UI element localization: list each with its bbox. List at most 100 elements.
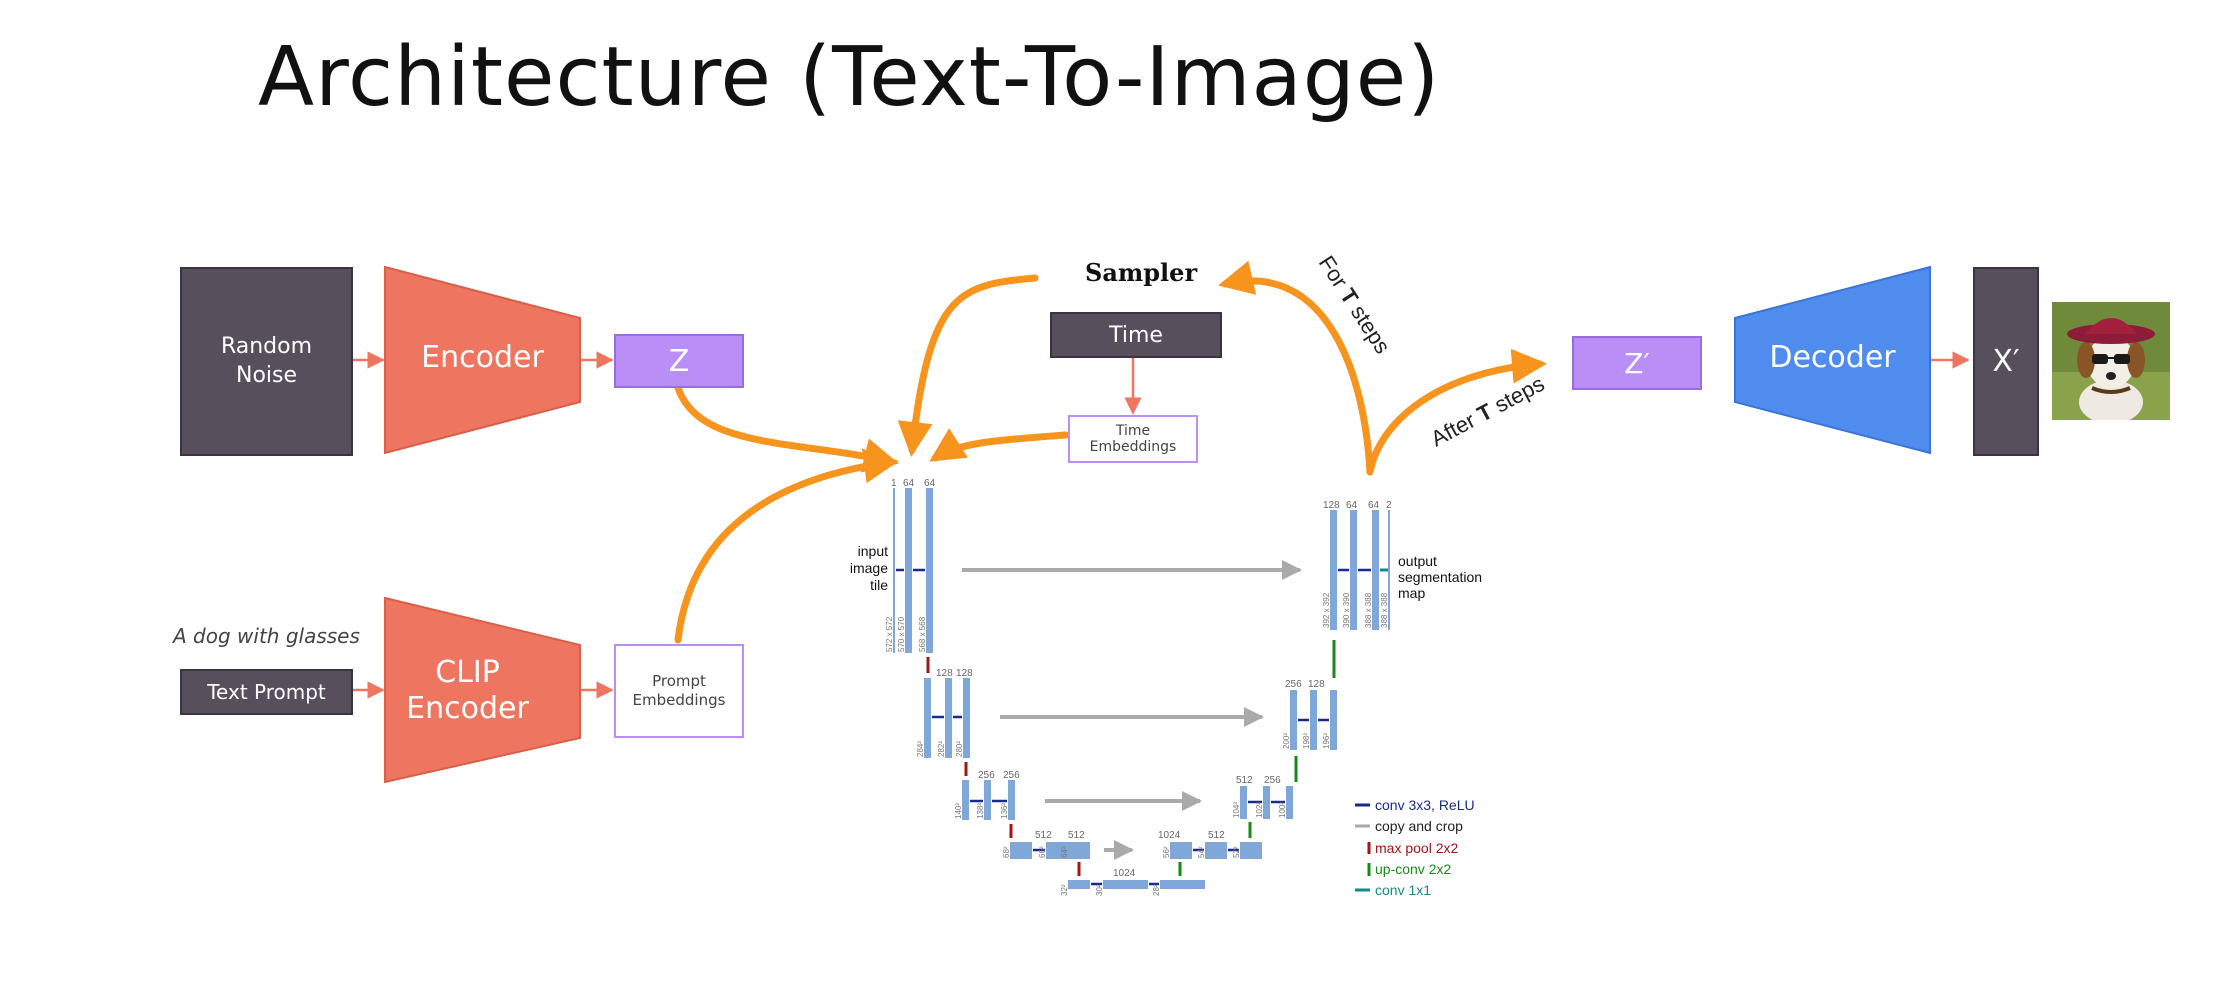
encoder-shape xyxy=(384,265,581,455)
feature-map xyxy=(963,678,970,758)
size-label: 138² xyxy=(976,803,985,819)
feature-map xyxy=(893,488,895,653)
feature-map xyxy=(1286,786,1293,819)
size-label: 570 x 570 xyxy=(897,616,906,652)
feature-map xyxy=(1240,842,1262,859)
legend-item: copy and crop xyxy=(1375,818,1463,834)
size-label: 200² xyxy=(1282,733,1291,749)
channel-label: 512 xyxy=(1236,775,1253,786)
feature-map xyxy=(1008,780,1015,820)
dog-ear xyxy=(2127,342,2145,378)
text-prompt-box: Text Prompt xyxy=(180,669,353,715)
dog-ear xyxy=(2077,342,2095,378)
legend-item: up-conv 2x2 xyxy=(1375,861,1451,877)
random-noise-label: Random Noise xyxy=(220,333,313,388)
size-label: 52² xyxy=(1232,846,1241,858)
channel-label: 64 xyxy=(1368,500,1380,511)
size-label: 100² xyxy=(1278,802,1287,818)
channel-label: 64 xyxy=(924,478,936,489)
size-label: 198² xyxy=(1302,733,1311,749)
time-box: Time xyxy=(1050,312,1222,358)
for-t-steps-label: For T steps xyxy=(1314,251,1396,358)
feature-map xyxy=(1388,510,1390,630)
feature-map xyxy=(1330,690,1337,750)
feature-map xyxy=(1068,842,1090,859)
feature-map xyxy=(1290,690,1297,750)
size-label: 196² xyxy=(1322,733,1331,749)
feature-map xyxy=(1160,880,1205,889)
orange-arrow-time-emb-to-unet xyxy=(929,428,1070,462)
channel-label: 256 xyxy=(1264,775,1281,786)
hat-crown xyxy=(2085,318,2137,334)
unet-diagram: 1 64 64 128 128 256 256 512 512 1024 102… xyxy=(850,478,1482,898)
after-t-steps-label: After T steps xyxy=(1427,371,1549,452)
channel-label: 1024 xyxy=(1113,868,1136,879)
channel-label: 256 xyxy=(1003,770,1020,781)
feature-map xyxy=(1372,510,1379,630)
channel-label: 64 xyxy=(1346,500,1358,511)
size-label: 388 x 388 xyxy=(1364,592,1373,628)
legend-item: max pool 2x2 xyxy=(1375,840,1458,856)
channel-label: 64 xyxy=(903,478,915,489)
feature-map xyxy=(1310,690,1317,750)
orange-arrow-sampler-to-unet xyxy=(897,274,1039,457)
feature-map xyxy=(1103,880,1148,889)
dog-collar xyxy=(2091,386,2131,394)
input-label-line: input xyxy=(858,543,888,559)
size-label: 392 x 392 xyxy=(1322,592,1331,628)
output-label-line: output xyxy=(1398,553,1437,569)
channel-label: 128 xyxy=(956,668,973,679)
z-prime-box: Z′ xyxy=(1572,336,1702,390)
orange-arrow-prompt-to-unet xyxy=(674,448,899,644)
glasses-right xyxy=(2114,354,2130,364)
encoder-label: Encoder xyxy=(421,340,544,375)
text-prompt-label: Text Prompt xyxy=(207,680,326,704)
input-label-line: tile xyxy=(870,577,888,593)
feature-map xyxy=(945,678,952,758)
feature-map xyxy=(1068,880,1090,889)
clip-encoder-label: CLIP Encoder xyxy=(406,655,529,726)
x-prime-box: X′ xyxy=(1973,267,2039,456)
feature-map xyxy=(1350,510,1357,630)
decoder-shape xyxy=(1734,265,1931,455)
feature-map xyxy=(926,488,933,653)
channel-label: 512 xyxy=(1068,830,1085,841)
feature-map xyxy=(1263,786,1270,819)
z-box: Z xyxy=(614,334,744,388)
size-label: 32² xyxy=(1060,884,1069,896)
orange-arrow-unet-to-sampler xyxy=(1218,260,1374,476)
channel-label: 512 xyxy=(1208,830,1225,841)
channel-label: 1024 xyxy=(1158,830,1181,841)
after-t-post: steps xyxy=(1485,371,1549,421)
unet-legend: conv 3x3, ReLU copy and crop max pool 2x… xyxy=(1355,797,1475,898)
feature-map xyxy=(905,488,912,653)
size-label: 28² xyxy=(1152,884,1161,896)
size-label: 390 x 390 xyxy=(1342,592,1351,628)
orange-arrow-unet-to-z-prime xyxy=(1366,348,1547,476)
size-label: 64² xyxy=(1060,846,1069,858)
prompt-embeddings-label: Prompt Embeddings xyxy=(632,672,726,709)
z-label: Z xyxy=(668,343,690,379)
size-label: 102² xyxy=(1255,802,1264,818)
feature-map xyxy=(1010,842,1032,859)
size-label: 568 x 568 xyxy=(918,616,927,652)
x-prime-label: X′ xyxy=(1992,344,2020,379)
feature-map xyxy=(1046,842,1068,859)
size-label: 282² xyxy=(937,741,946,757)
prompt-example-text: A dog with glasses xyxy=(173,624,360,648)
channel-label: 256 xyxy=(1285,679,1302,690)
decoder-label: Decoder xyxy=(1769,340,1896,375)
size-label: 56² xyxy=(1162,846,1171,858)
random-noise-box: Random Noise xyxy=(180,267,353,456)
size-label: 284² xyxy=(916,741,925,757)
feature-map xyxy=(984,780,991,820)
channel-label: 1 xyxy=(891,478,897,489)
time-embeddings-box: Time Embeddings xyxy=(1068,415,1198,463)
time-embeddings-label: Time Embeddings xyxy=(1089,422,1177,455)
feature-map xyxy=(1240,786,1247,819)
for-t-post: steps xyxy=(1342,295,1395,358)
generated-dog-image xyxy=(2052,302,2170,420)
input-label-line: image xyxy=(850,560,888,576)
clip-encoder-shape xyxy=(384,596,581,784)
